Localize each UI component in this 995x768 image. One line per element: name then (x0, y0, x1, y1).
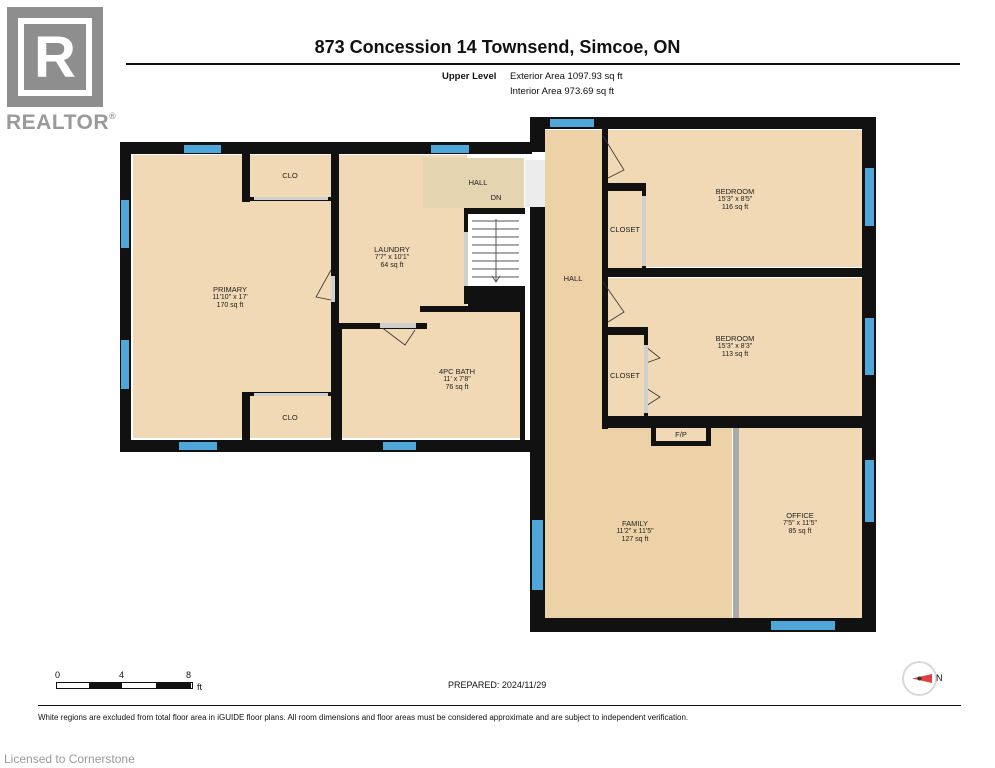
scale-tick-0: 0 (55, 670, 61, 680)
hall-small (423, 158, 524, 208)
closet1-room (608, 191, 643, 268)
scale-unit: ft (197, 682, 203, 692)
interior-area: Interior Area 973.69 sq ft (510, 86, 615, 97)
realtor-wordmark: REALTOR® (6, 111, 117, 134)
hall-small-label: HALL (468, 178, 488, 187)
compass-icon (902, 661, 937, 696)
family-room (545, 428, 732, 618)
stairs-icon (468, 213, 523, 287)
office-room (739, 428, 862, 618)
clo-bottom-label: CLO (282, 413, 298, 422)
compass-label: N (936, 673, 943, 683)
closet1-label: CLOSET (609, 225, 640, 234)
scale-bar (56, 682, 193, 689)
exterior-area: Exterior Area 1097.93 sq ft (510, 71, 623, 82)
closet2-room (608, 335, 643, 416)
fireplace-label: F/P (675, 430, 687, 439)
scale-tick-8: 8 (186, 670, 192, 680)
clo-top-label: CLO (282, 171, 298, 180)
scale-tick-4: 4 (119, 670, 125, 680)
svg-text:R: R (34, 25, 76, 90)
hall-label: HALL (563, 274, 583, 283)
realtor-logo-icon: R (7, 7, 103, 107)
bedroom2-room (608, 278, 862, 416)
bath-room (342, 312, 521, 438)
bedroom1-room (608, 130, 862, 267)
prepared-date: PREPARED: 2024/11/29 (448, 680, 547, 690)
clo-bottom-room (250, 396, 331, 438)
primary-room (133, 155, 331, 438)
title-divider (126, 63, 960, 65)
closet2-label: CLOSET (609, 371, 640, 380)
page-title: 873 Concession 14 Townsend, Simcoe, ON (314, 37, 681, 57)
level-label: Upper Level (442, 71, 497, 82)
stairs-label: DN (490, 193, 502, 202)
clo-top-room (250, 155, 331, 197)
footer-divider (38, 705, 961, 706)
footer-note: White regions are excluded from total fl… (38, 713, 689, 722)
hall-corridor (545, 130, 602, 430)
license-text: Licensed to Cornerstone (4, 752, 135, 766)
